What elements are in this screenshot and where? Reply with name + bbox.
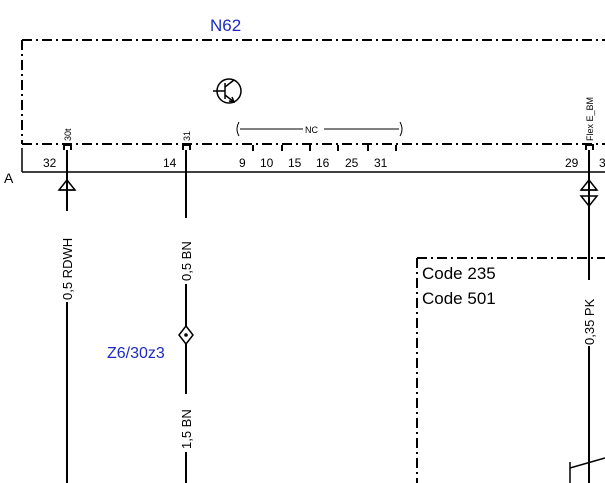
pin-number-3-partial: 3 <box>599 156 605 170</box>
nc-pin-number: 9 <box>239 156 246 170</box>
partial-wire <box>569 457 605 483</box>
wire-label-right: 0,35 PK <box>582 298 597 345</box>
nc-pin-number: 10 <box>260 156 274 170</box>
splice-icon <box>178 324 194 346</box>
component-boundary <box>21 39 605 145</box>
connector-label: A <box>4 170 14 186</box>
pin-number-14: 14 <box>163 156 177 170</box>
connector-double-arrow-icon <box>579 178 599 208</box>
connector-bar <box>21 148 605 173</box>
pin-function-30t: 30t <box>63 128 73 141</box>
option-code-2: Code 501 <box>422 289 496 308</box>
pin-function-31: 31 <box>182 131 192 141</box>
nc-pin-numbers: 9 10 15 16 25 31 <box>239 156 388 170</box>
wire-label-mid-upper: 0,5 BN <box>179 241 194 281</box>
pin-number-32: 32 <box>43 156 57 170</box>
transistor-icon <box>213 78 242 104</box>
nc-pin-number: 25 <box>345 156 359 170</box>
nc-bracket <box>236 121 403 137</box>
pin-ticks <box>63 144 594 151</box>
nc-label: NC <box>305 125 318 135</box>
nc-pin-number: 16 <box>316 156 330 170</box>
option-code-1: Code 235 <box>422 264 496 283</box>
component-name: N62 <box>210 16 241 35</box>
option-box-boundary <box>416 257 605 483</box>
pin-number-29: 29 <box>565 156 579 170</box>
pin-function-flex: Flex E_BM <box>585 97 595 141</box>
wire-label-left: 0,5 RDWH <box>60 238 75 300</box>
nc-pin-number: 15 <box>288 156 302 170</box>
wire-label-mid-lower: 1,5 BN <box>179 409 194 449</box>
nc-pin-number: 31 <box>374 156 388 170</box>
splice-name: Z6/30z3 <box>107 345 165 362</box>
connector-arrow-icon <box>57 178 77 191</box>
